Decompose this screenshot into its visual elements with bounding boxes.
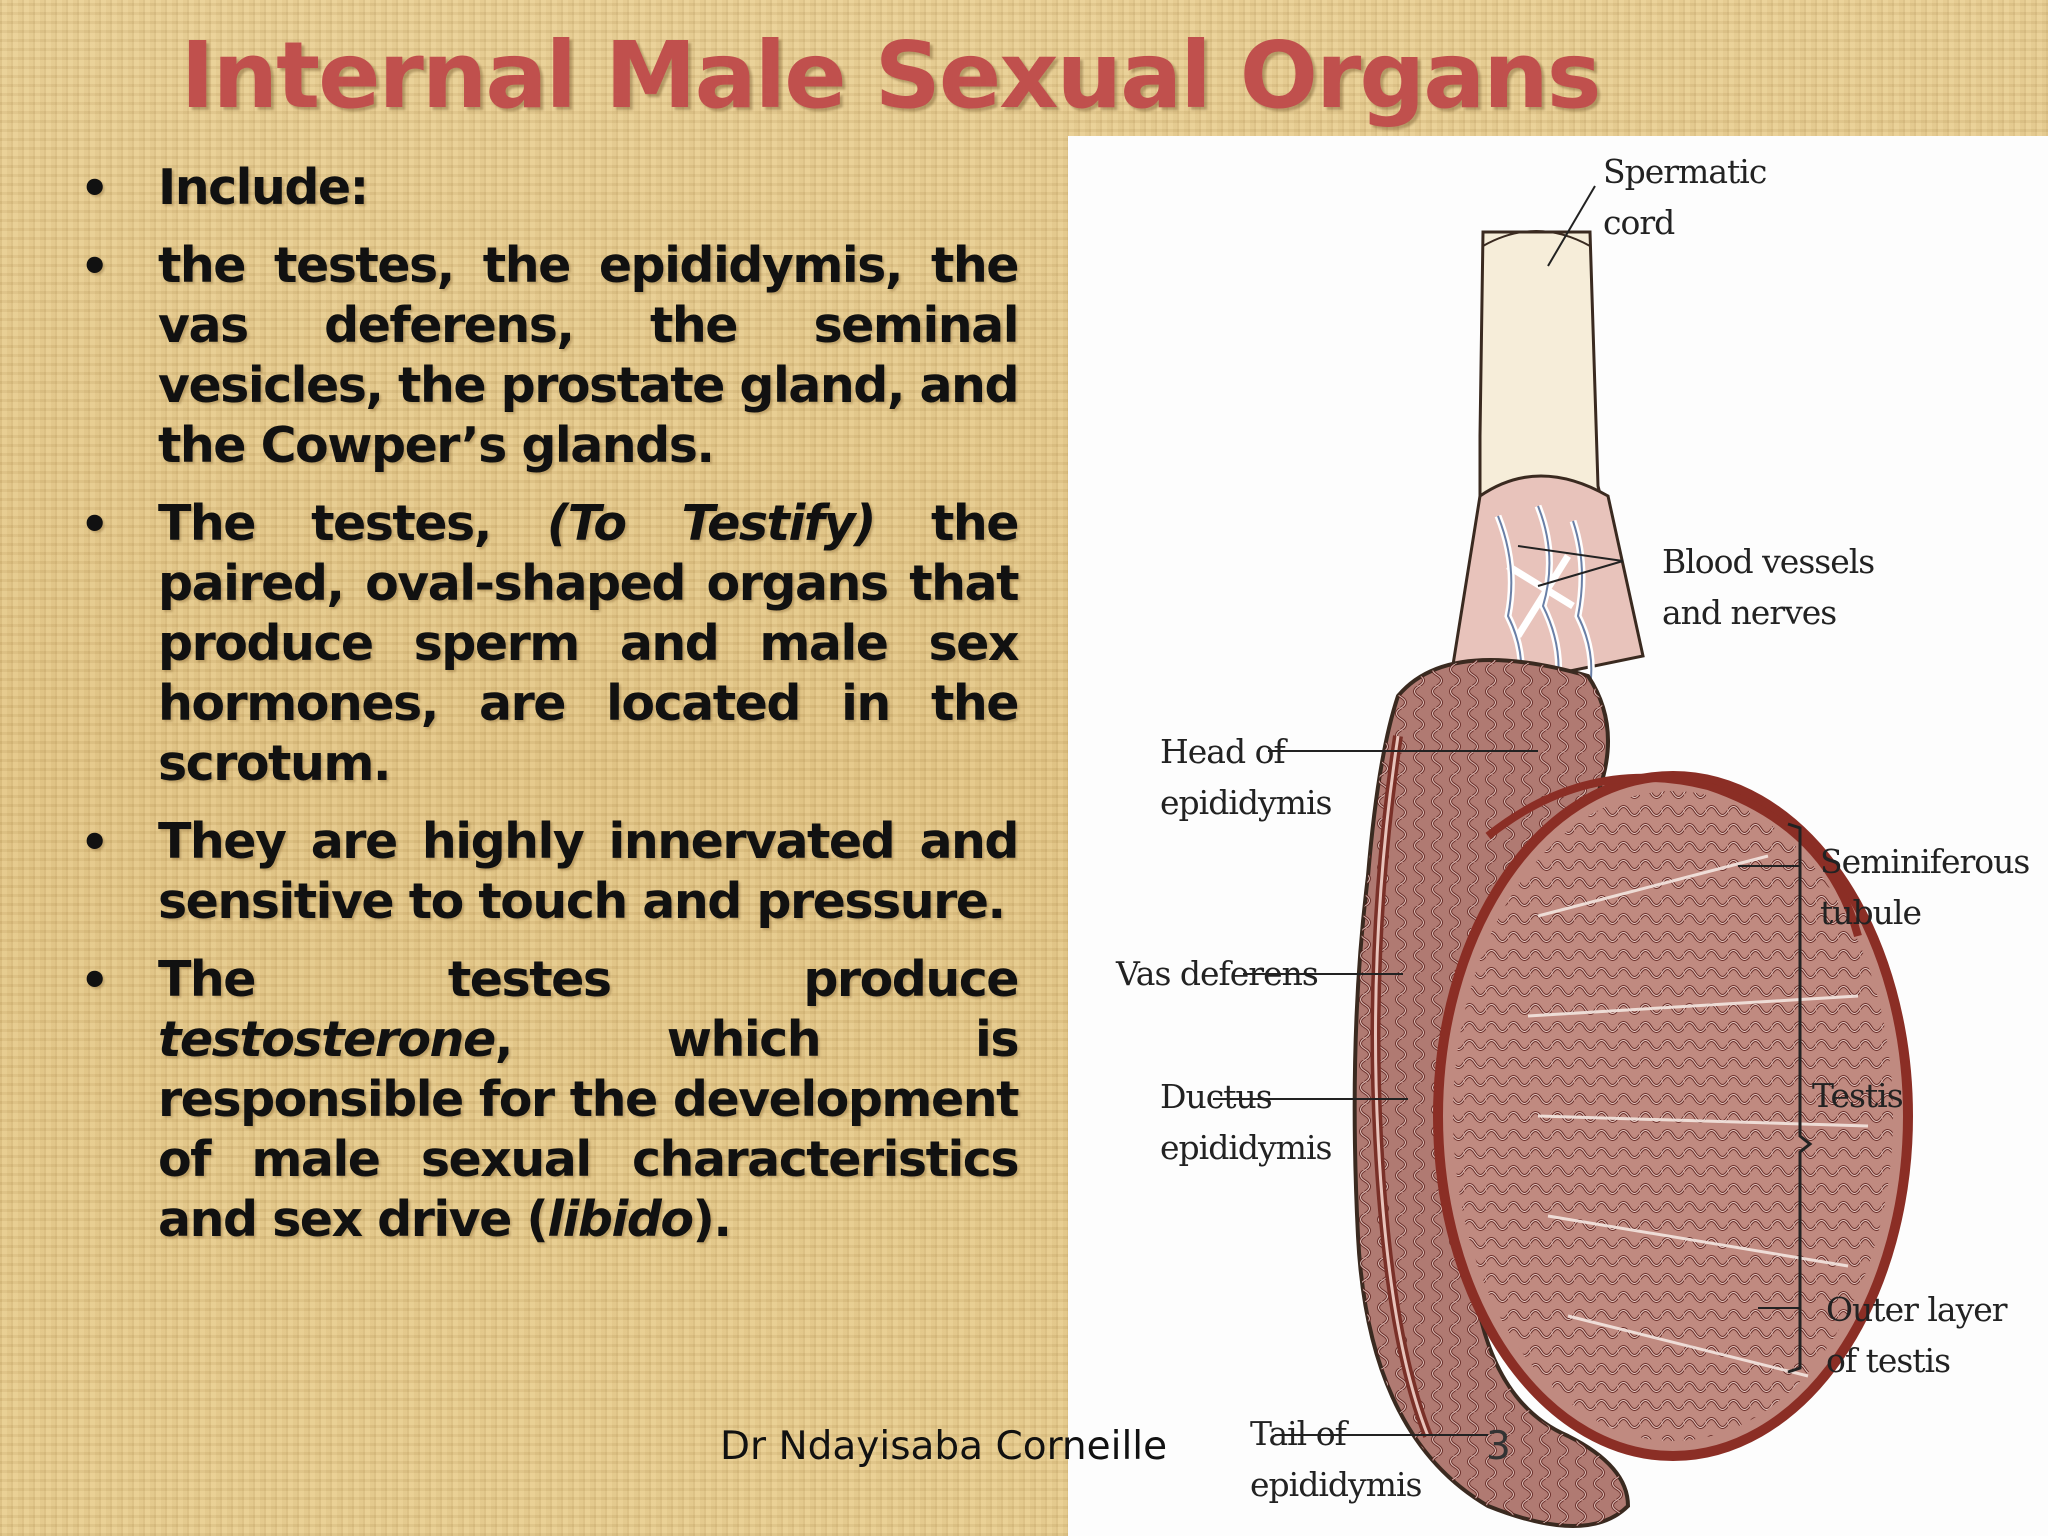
bullet-text: Include: bbox=[158, 159, 369, 216]
blood-vessels-label: Blood vessels and nerves bbox=[1662, 536, 1875, 638]
spermatic-cord-label: Spermatic cord bbox=[1603, 146, 1767, 248]
label-line: tubule bbox=[1820, 893, 1922, 932]
bullet-italic-text: (To Testify) bbox=[546, 495, 877, 552]
testis-illustration bbox=[1213, 185, 1913, 1528]
label-line: and nerves bbox=[1662, 593, 1837, 632]
bullet-item: • the testes, the epididymis, the vas de… bbox=[76, 236, 1020, 476]
label-line: of testis bbox=[1826, 1341, 1951, 1380]
vas-deferens-label: Vas deferens bbox=[1116, 948, 1319, 999]
outer-layer-label: Outer layer of testis bbox=[1826, 1284, 2008, 1386]
bullet-text: , which is responsible for the developme… bbox=[158, 1011, 1020, 1248]
page-number: 3 bbox=[1486, 1424, 1511, 1469]
label-line: Testis bbox=[1812, 1076, 1904, 1115]
bullet-text: They are highly innervated and sensitive… bbox=[158, 813, 1020, 930]
label-line: epididymis bbox=[1250, 1465, 1422, 1504]
head-epididymis-label: Head of epididymis bbox=[1160, 726, 1332, 828]
testis-diagram: Spermatic cord Blood vessels and nerves … bbox=[1068, 136, 2048, 1536]
label-line: Vas deferens bbox=[1116, 954, 1319, 993]
bullet-text: the testes, the epididymis, the vas defe… bbox=[158, 237, 1020, 474]
label-line: Outer layer bbox=[1826, 1290, 2008, 1329]
label-line: epididymis bbox=[1160, 1128, 1332, 1167]
bullet-text: the paired, oval-shaped organs that prod… bbox=[158, 495, 1020, 792]
testis-bracket-shape bbox=[1787, 822, 1813, 1374]
bullet-item: • Include: bbox=[76, 158, 1018, 218]
label-line: Head of bbox=[1160, 732, 1286, 771]
label-line: Ductus bbox=[1160, 1077, 1273, 1116]
seminiferous-label: Seminiferous tubule bbox=[1820, 836, 2030, 938]
bullet-dot-icon: • bbox=[80, 953, 109, 1007]
bullet-dot-icon: • bbox=[80, 815, 109, 869]
slide-title: Internal Male Sexual Organs bbox=[180, 22, 1601, 129]
bullet-list: • Include: • the testes, the epididymis,… bbox=[76, 158, 1020, 1268]
label-line: Tail of bbox=[1250, 1414, 1347, 1453]
bullet-item: • The testes, (To Testify) the paired, o… bbox=[76, 494, 1020, 794]
bullet-text: The testes, bbox=[158, 495, 547, 552]
bullet-dot-icon: • bbox=[80, 161, 109, 215]
label-line: Seminiferous bbox=[1820, 842, 2030, 881]
bullet-dot-icon: • bbox=[80, 497, 109, 551]
label-line: cord bbox=[1603, 203, 1675, 242]
bullet-dot-icon: • bbox=[80, 239, 109, 293]
label-line: Spermatic bbox=[1603, 152, 1767, 191]
bullet-text: ). bbox=[692, 1191, 733, 1248]
bullet-italic-text: testosterone bbox=[158, 1011, 496, 1068]
label-line: Blood vessels bbox=[1662, 542, 1875, 581]
bullet-item: • They are highly innervated and sensiti… bbox=[76, 812, 1020, 932]
tail-epididymis-label: Tail of epididymis bbox=[1250, 1408, 1422, 1510]
bullet-item: • The testes produce testosterone, which… bbox=[76, 950, 1020, 1250]
ductus-epididymis-label: Ductus epididymis bbox=[1160, 1071, 1332, 1173]
footer-author: Dr Ndayisaba Corneille bbox=[720, 1424, 1168, 1469]
testis-label: Testis bbox=[1812, 1070, 1904, 1121]
bullet-italic-text: libido bbox=[547, 1191, 694, 1248]
bullet-text: The testes produce bbox=[158, 951, 1020, 1008]
label-line: epididymis bbox=[1160, 783, 1332, 822]
